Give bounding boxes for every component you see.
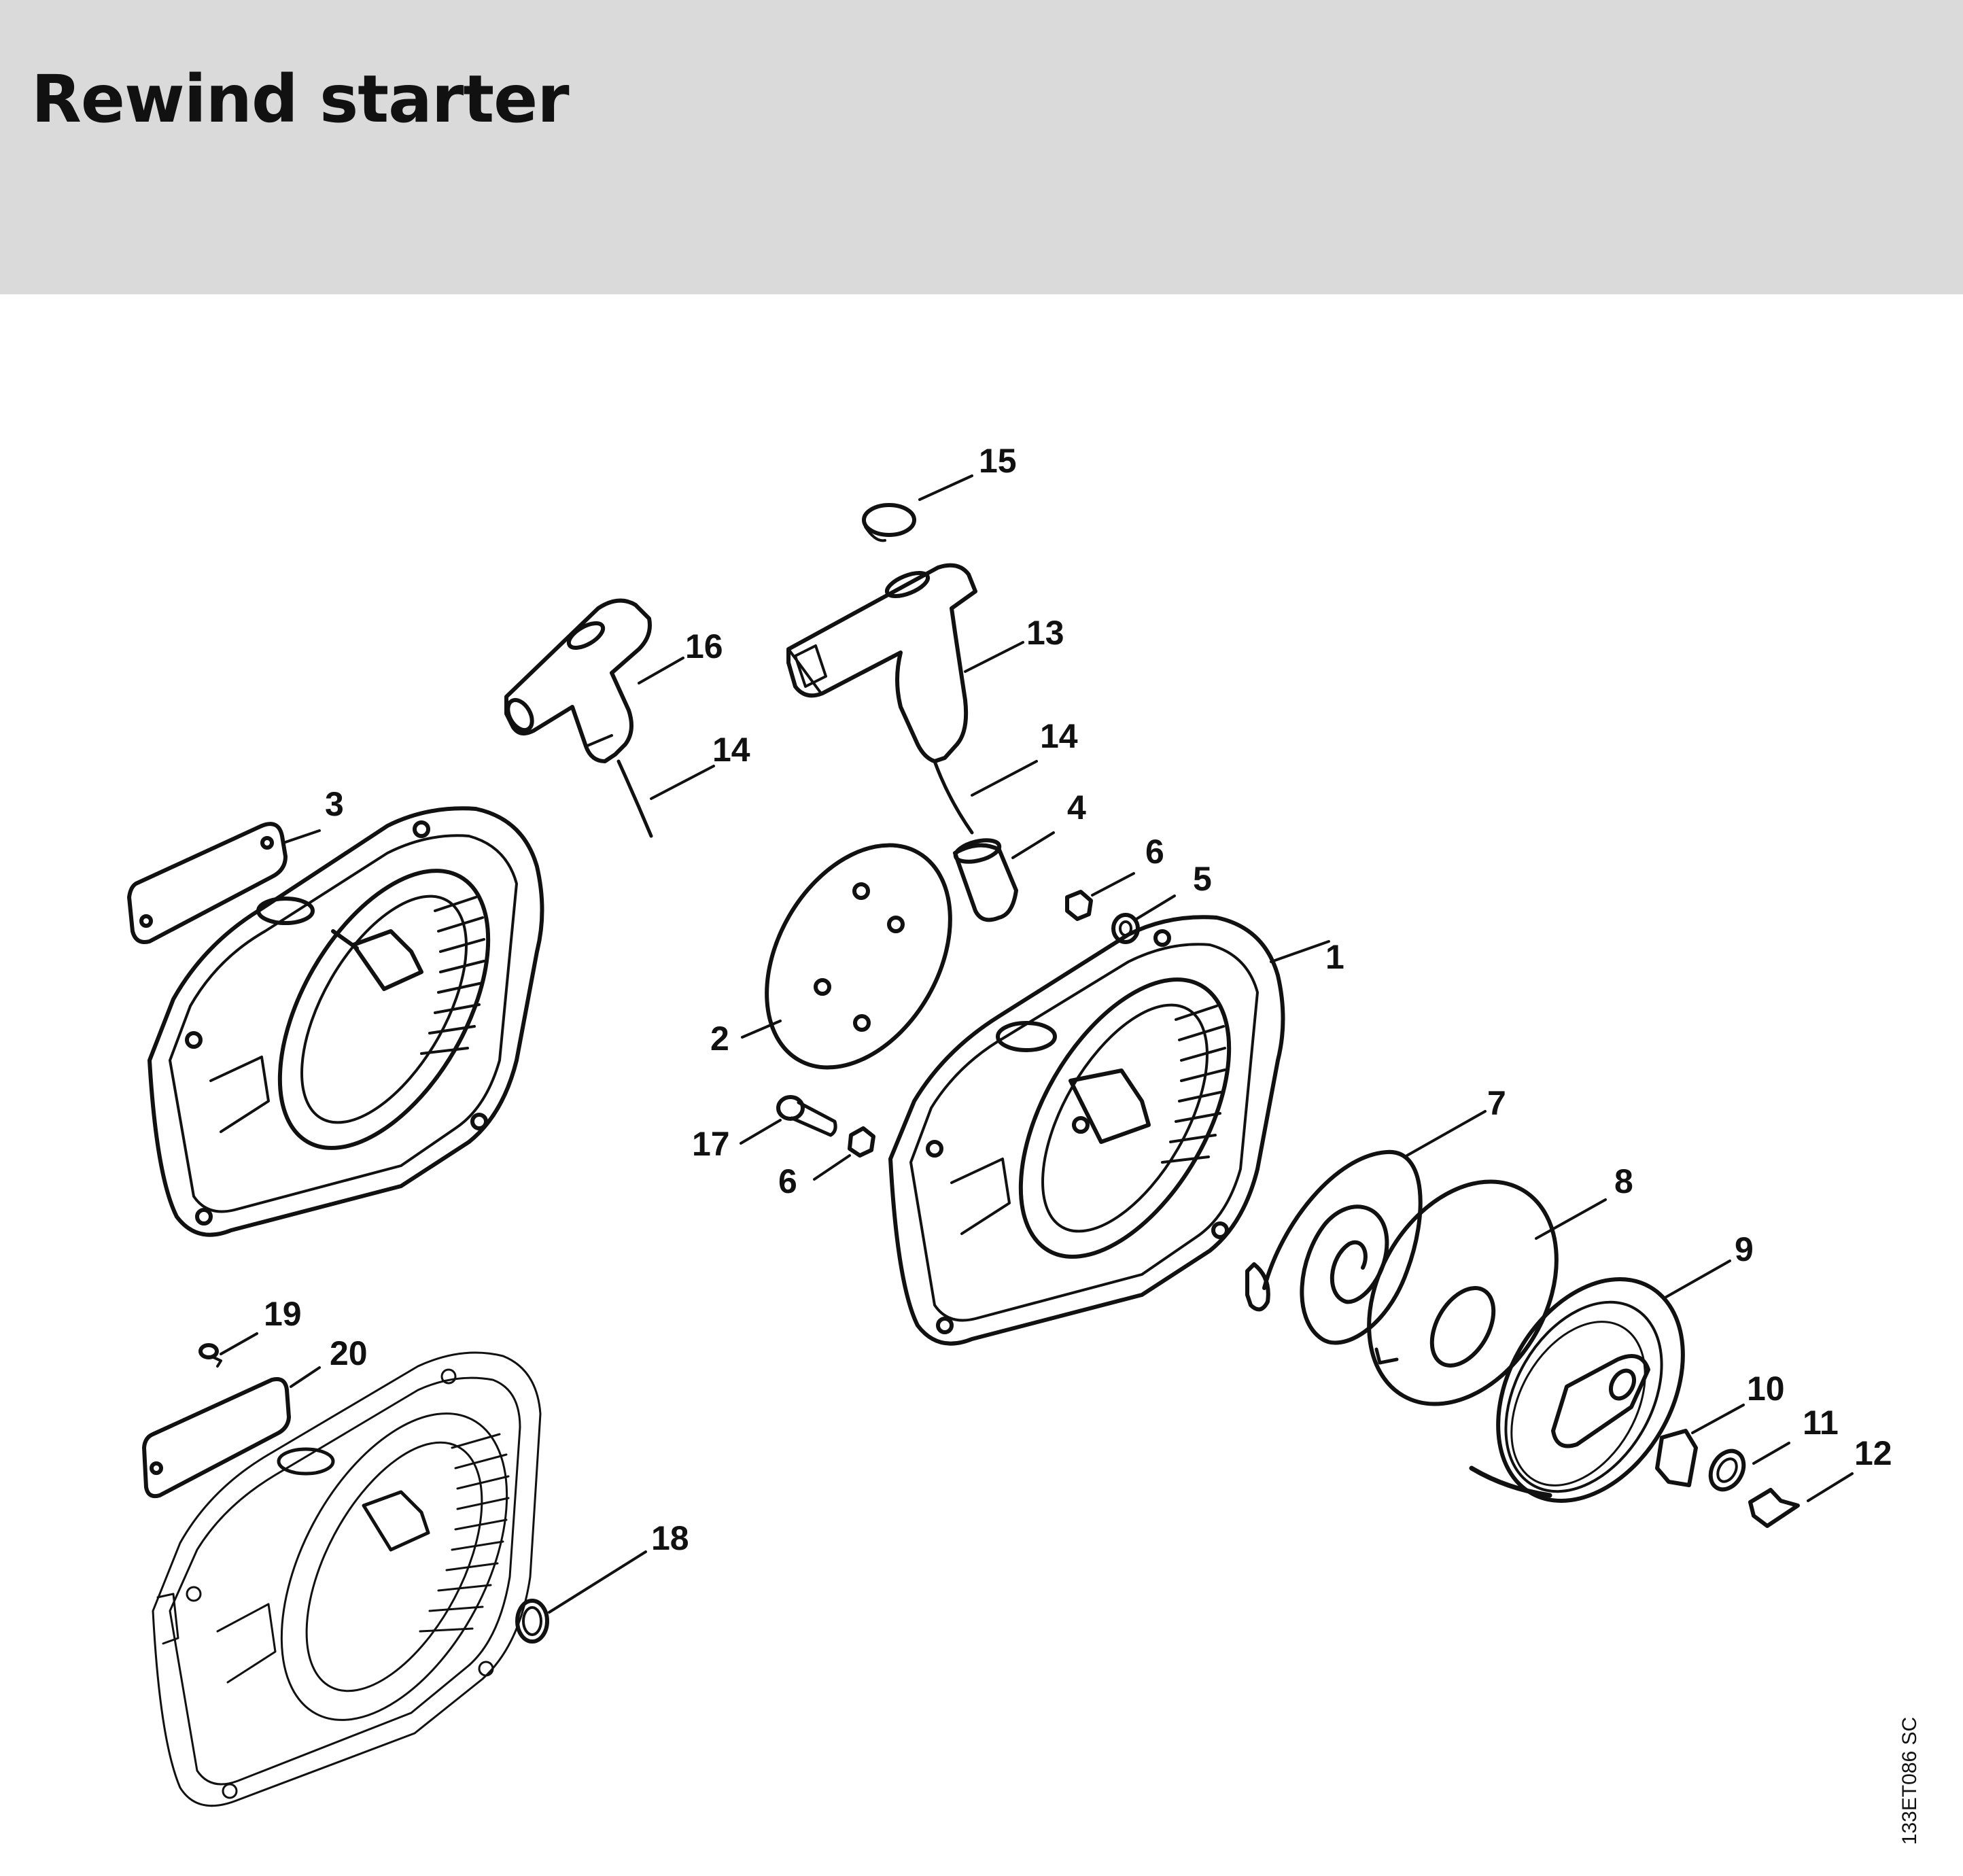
pawl-10 bbox=[1655, 1429, 1698, 1487]
nut-6-upper bbox=[1065, 890, 1093, 921]
washer-11 bbox=[1708, 1448, 1746, 1492]
callout-18: 18 bbox=[651, 1519, 689, 1557]
starter-housing-upper-left bbox=[147, 806, 544, 1237]
callout-4: 4 bbox=[1067, 788, 1086, 827]
screw-17 bbox=[776, 1095, 837, 1137]
callout-6-lower: 6 bbox=[778, 1162, 797, 1200]
callout-19: 19 bbox=[264, 1295, 302, 1333]
cover-plate-20 bbox=[142, 1377, 291, 1499]
callout-6-upper: 6 bbox=[1145, 833, 1164, 871]
callout-5: 5 bbox=[1193, 860, 1212, 898]
rope-grip-13 bbox=[786, 563, 977, 835]
callout-20: 20 bbox=[330, 1334, 368, 1372]
spring-housing-8 bbox=[1367, 1179, 1559, 1406]
drawing-code-text: 133ET086 SC bbox=[1898, 1716, 1921, 1845]
callout-7: 7 bbox=[1487, 1084, 1506, 1122]
callout-14-right: 14 bbox=[1040, 717, 1078, 755]
nut-6-lower bbox=[848, 1126, 875, 1158]
washer-plate-2 bbox=[765, 843, 952, 1070]
callout-1: 1 bbox=[1325, 938, 1344, 976]
callout-15: 15 bbox=[979, 442, 1017, 480]
cover-plate-3 bbox=[127, 822, 288, 944]
drawing-code-label: 133ET086 SC bbox=[1890, 1686, 1930, 1876]
starter-housing-1 bbox=[888, 915, 1285, 1346]
rewind-spring-7 bbox=[1245, 1149, 1423, 1345]
callout-17: 17 bbox=[692, 1125, 730, 1163]
leader-lines bbox=[220, 474, 1854, 1614]
callout-labels: 1 2 3 4 5 6 6 7 8 9 10 11 12 13 14 14 15… bbox=[264, 442, 1892, 1557]
cap-15 bbox=[862, 503, 916, 542]
header-band: Rewind starter bbox=[0, 0, 1963, 294]
callout-3: 3 bbox=[325, 785, 344, 823]
callout-2: 2 bbox=[710, 1020, 729, 1058]
callout-8: 8 bbox=[1614, 1162, 1633, 1200]
spring-clip-12 bbox=[1748, 1488, 1800, 1528]
rope-rotor-9 bbox=[1469, 1277, 1685, 1503]
rope-grip-16 bbox=[504, 598, 653, 838]
callout-13: 13 bbox=[1026, 614, 1064, 652]
callout-16: 16 bbox=[685, 627, 723, 665]
screw-19 bbox=[198, 1343, 222, 1368]
starter-housing-lower-left bbox=[152, 1351, 542, 1807]
callout-9: 9 bbox=[1735, 1230, 1754, 1268]
callout-12: 12 bbox=[1854, 1434, 1892, 1472]
page-title: Rewind starter bbox=[31, 61, 570, 137]
callout-10: 10 bbox=[1747, 1370, 1785, 1408]
callout-11: 11 bbox=[1803, 1404, 1839, 1442]
rope-guide-bush-4 bbox=[953, 838, 1018, 922]
callout-14-left: 14 bbox=[712, 731, 750, 769]
ring-18 bbox=[515, 1599, 549, 1644]
